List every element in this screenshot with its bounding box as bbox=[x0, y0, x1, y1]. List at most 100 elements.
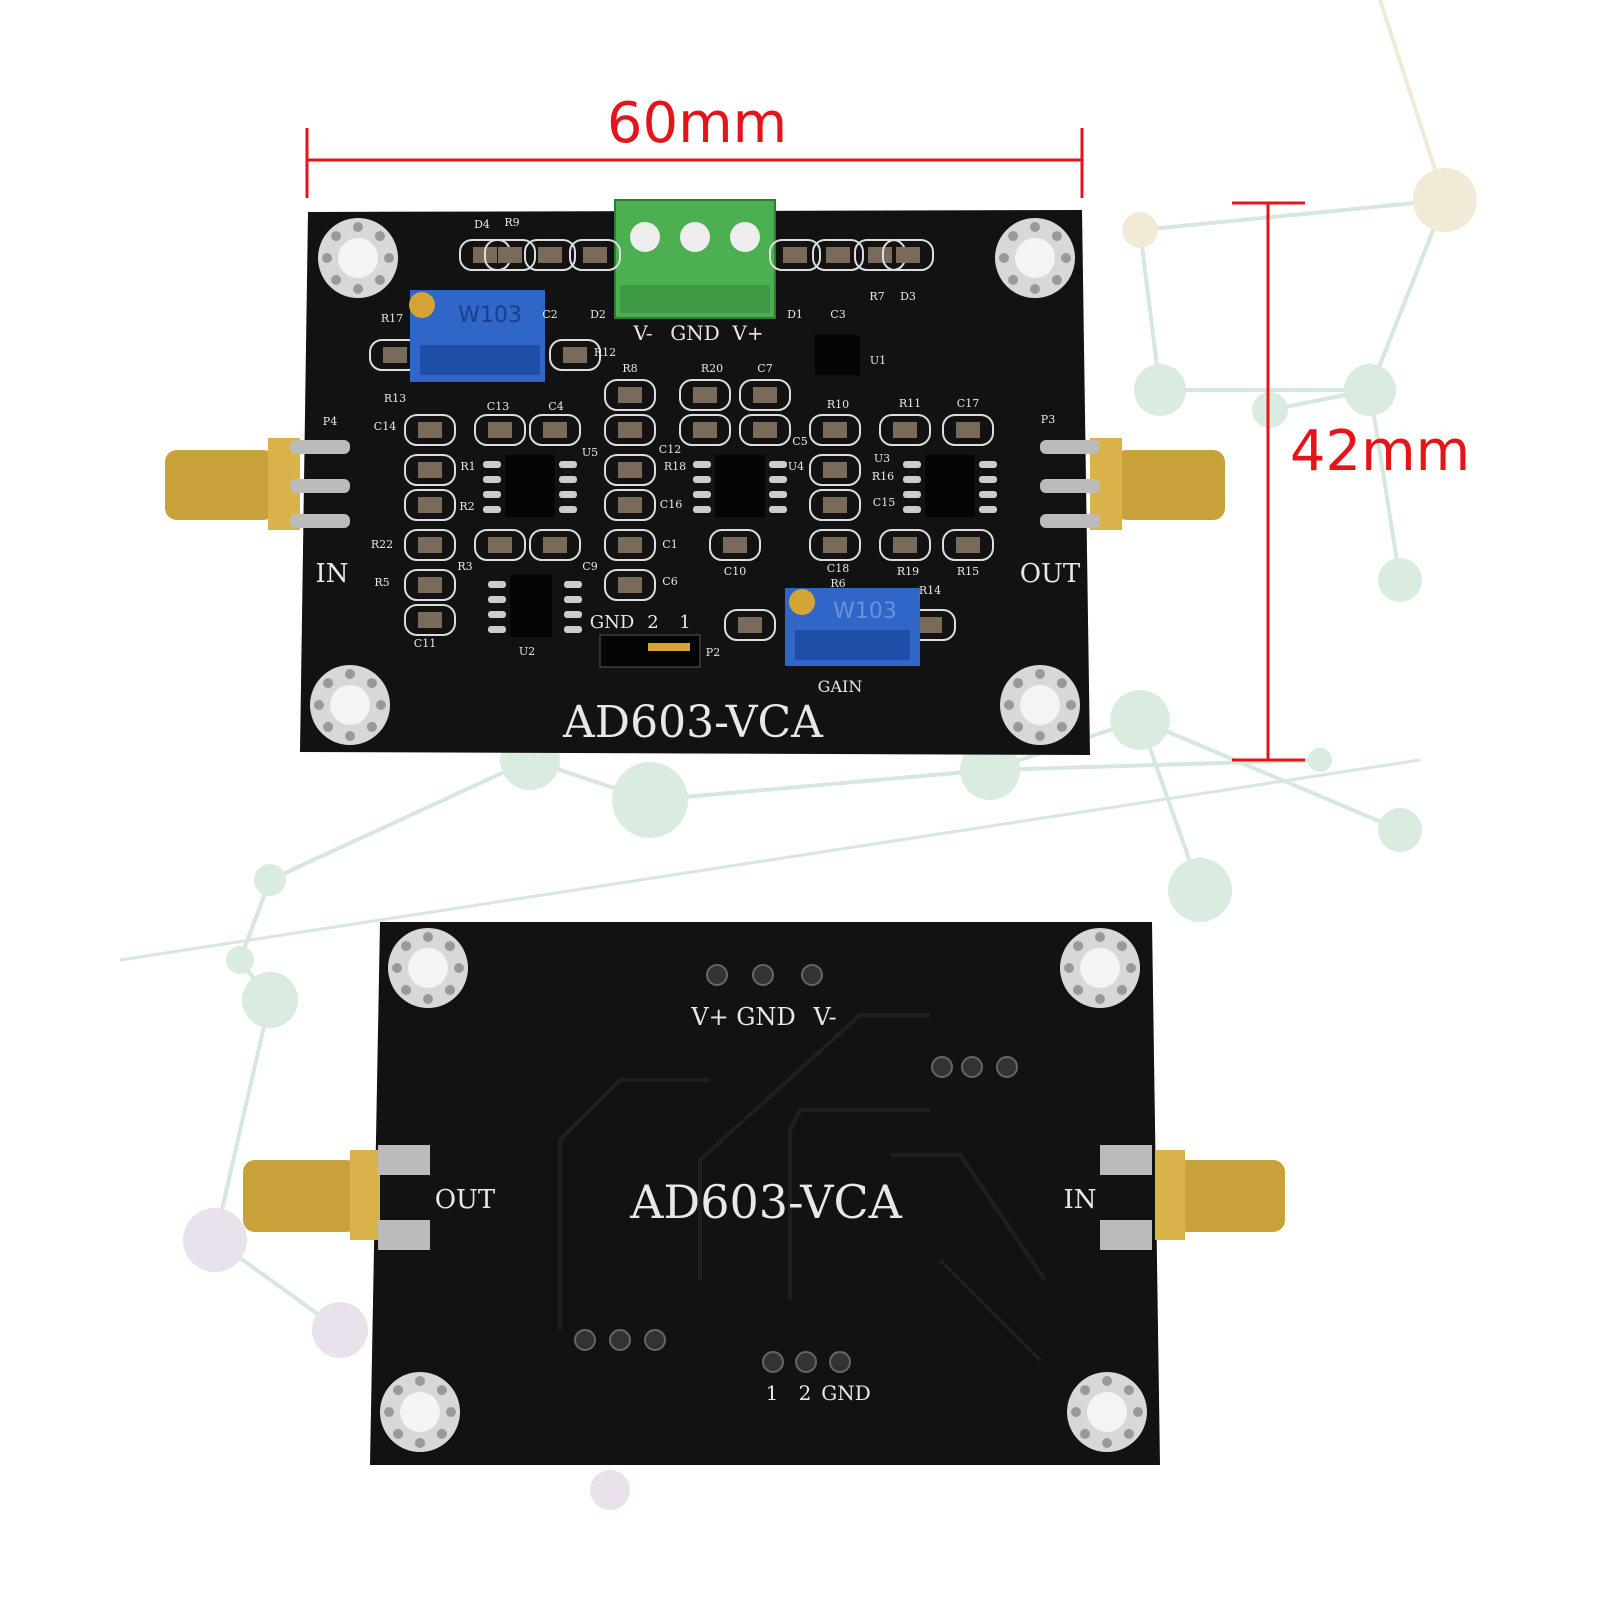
network-node bbox=[1308, 748, 1332, 772]
smd-component bbox=[484, 239, 536, 271]
component-designator: C15 bbox=[873, 496, 895, 509]
component-designator: C7 bbox=[757, 362, 772, 375]
ic-lead bbox=[559, 476, 577, 483]
network-link bbox=[649, 768, 991, 802]
smd-component bbox=[879, 529, 931, 561]
ic-lead bbox=[693, 506, 711, 513]
ic-lead bbox=[979, 461, 997, 468]
ic-lead bbox=[564, 626, 582, 633]
component-designator: R19 bbox=[897, 565, 919, 578]
network-link bbox=[989, 758, 1321, 772]
smd-component bbox=[879, 414, 931, 446]
sma-connector-in bbox=[165, 438, 350, 530]
network-node bbox=[242, 972, 298, 1028]
smd-component bbox=[809, 529, 861, 561]
ic-lead bbox=[693, 476, 711, 483]
component-designator: C16 bbox=[660, 498, 682, 511]
smd-component bbox=[474, 414, 526, 446]
component-designator: R3 bbox=[457, 560, 472, 573]
ic-lead bbox=[769, 461, 787, 468]
out-label: OUT bbox=[435, 1185, 496, 1215]
vplus-label: V+ bbox=[731, 321, 763, 345]
component-designator: D3 bbox=[900, 290, 916, 303]
component-designator: R7 bbox=[869, 290, 884, 303]
gain-jumper-p2[interactable] bbox=[599, 634, 701, 668]
via-pad bbox=[801, 964, 823, 986]
bottom-board: V+ V+ GND V- OUT IN AD603-VCA 1 2 GND bbox=[243, 922, 1285, 1465]
board-title: AD603-VCA bbox=[629, 1175, 903, 1229]
potentiometer-gain[interactable]: W103 bbox=[785, 588, 920, 666]
width-dimension bbox=[305, 128, 1084, 198]
ic-u4 bbox=[715, 455, 765, 517]
component-designator: R13 bbox=[384, 392, 406, 405]
via-pad bbox=[829, 1351, 851, 1373]
ic-lead bbox=[483, 461, 501, 468]
ic-lead bbox=[483, 476, 501, 483]
smd-component bbox=[604, 414, 656, 446]
sma-connector-out bbox=[1040, 438, 1225, 530]
component-designator: D4 bbox=[474, 218, 490, 231]
smd-component bbox=[549, 339, 601, 371]
ic-lead bbox=[488, 581, 506, 588]
smd-component bbox=[604, 454, 656, 486]
component-designator: R14 bbox=[919, 584, 941, 597]
component-designator: C12 bbox=[659, 443, 681, 456]
in-label: IN bbox=[315, 559, 348, 589]
ic-lead bbox=[903, 476, 921, 483]
component-designator: R8 bbox=[622, 362, 637, 375]
network-node bbox=[1122, 212, 1158, 248]
network-node bbox=[960, 740, 1020, 800]
via-pad bbox=[762, 1351, 784, 1373]
component-designator: C6 bbox=[662, 575, 677, 588]
board-title: AD603-VCA bbox=[562, 697, 824, 748]
ic-lead bbox=[979, 491, 997, 498]
smd-component bbox=[882, 239, 934, 271]
component-designator: R1 bbox=[460, 460, 475, 473]
smd-component bbox=[679, 379, 731, 411]
smd-component bbox=[404, 604, 456, 636]
via-pad bbox=[706, 964, 728, 986]
sma-connector-out-bottom bbox=[243, 1145, 430, 1250]
smd-component bbox=[529, 414, 581, 446]
component-designator: C5 bbox=[792, 435, 807, 448]
ic-u2 bbox=[510, 575, 552, 637]
network-node bbox=[1252, 392, 1288, 428]
network-node bbox=[590, 1470, 630, 1510]
vminus-label: V- bbox=[632, 321, 652, 345]
via-pad bbox=[644, 1329, 666, 1351]
component-designator: C18 bbox=[827, 562, 849, 575]
component-designator: C1 bbox=[662, 538, 677, 551]
component-designator: C17 bbox=[957, 397, 979, 410]
component-designator: R11 bbox=[899, 397, 921, 410]
ic-lead bbox=[769, 491, 787, 498]
smd-component bbox=[679, 414, 731, 446]
ic-lead bbox=[979, 476, 997, 483]
gnd-label: GND bbox=[670, 321, 720, 345]
smd-component bbox=[724, 609, 776, 641]
ic-lead bbox=[559, 461, 577, 468]
mounting-hole bbox=[310, 665, 390, 745]
ic-lead bbox=[769, 506, 787, 513]
network-link bbox=[119, 758, 1421, 962]
network-link bbox=[213, 999, 272, 1241]
smd-component bbox=[604, 569, 656, 601]
ic-lead bbox=[903, 491, 921, 498]
component-designator: R2 bbox=[459, 500, 474, 513]
component-designator: R6 bbox=[830, 577, 845, 590]
via-pad bbox=[961, 1056, 983, 1078]
smd-component bbox=[404, 569, 456, 601]
vminus-label: V- bbox=[812, 1003, 836, 1031]
network-link bbox=[1138, 229, 1162, 391]
network-link bbox=[1139, 718, 1401, 832]
mounting-hole bbox=[388, 928, 468, 1008]
component-designator: C3 bbox=[830, 308, 845, 321]
mounting-hole bbox=[380, 1372, 460, 1452]
ic-lead bbox=[903, 461, 921, 468]
background-network-decoration bbox=[119, 0, 1477, 1510]
component-designator: C4 bbox=[548, 400, 563, 413]
smd-component bbox=[739, 414, 791, 446]
network-link bbox=[1378, 0, 1447, 201]
ic-lead bbox=[559, 506, 577, 513]
vplus-label: V+ bbox=[690, 1003, 728, 1031]
